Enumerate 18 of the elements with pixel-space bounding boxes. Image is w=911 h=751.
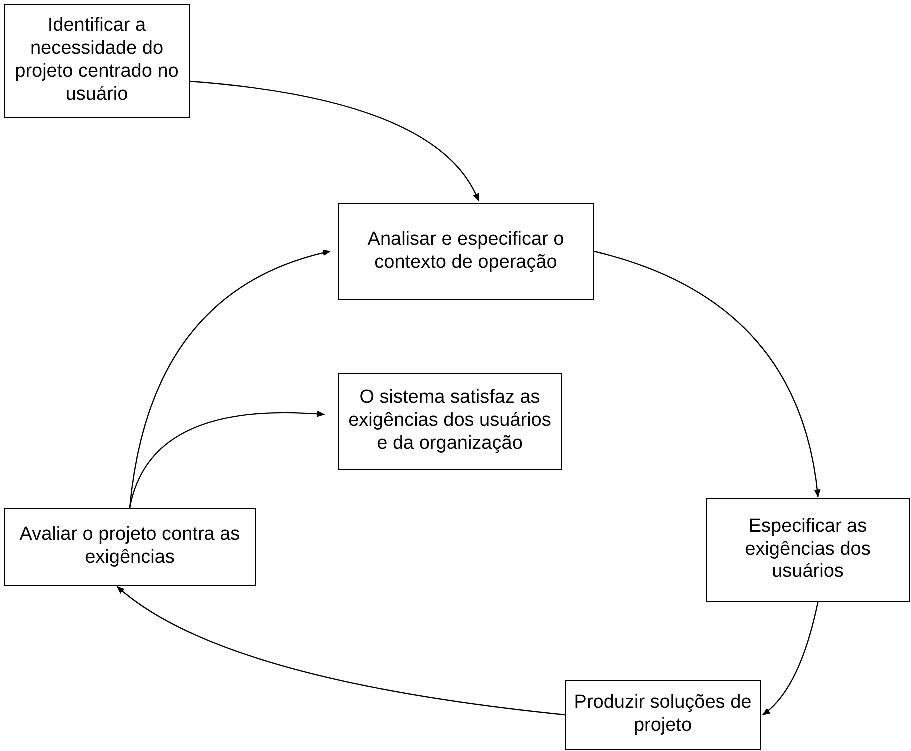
box-label: Identificar a necessidade do projeto centrado no usuário [14, 15, 180, 107]
arrow [594, 250, 820, 498]
process-box [4, 4, 190, 118]
arrow [116, 586, 566, 716]
box-label: Avaliar o projeto contra as exigências [18, 524, 242, 570]
box-label: Analisar e especificar o contexto de operação [366, 228, 566, 274]
arrow [129, 250, 332, 508]
box-label: Especificar as exigências dos usuários [744, 516, 872, 584]
process-box [565, 680, 761, 750]
arrow [762, 602, 819, 716]
process-box [338, 203, 594, 300]
process-box [706, 498, 910, 602]
box-label: O sistema satisfaz as exigências dos usuários e da organização [348, 387, 552, 456]
process-box [4, 508, 256, 586]
process-box [338, 373, 562, 470]
arrow [190, 80, 480, 202]
box-label: Produzir soluções de projeto [573, 692, 753, 738]
arrow [129, 411, 326, 508]
